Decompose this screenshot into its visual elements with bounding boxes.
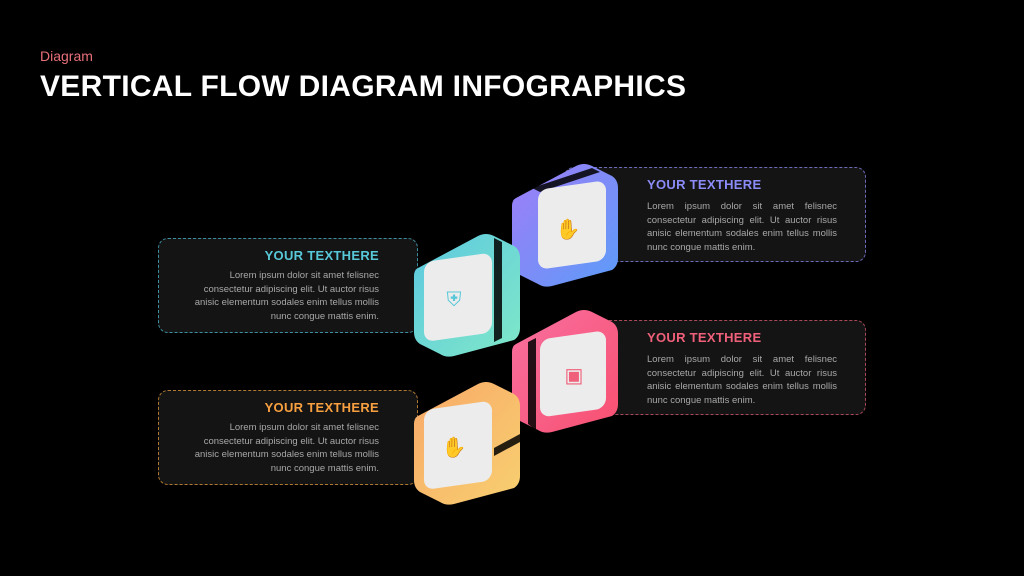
step-block-2: ⛨ [410, 228, 522, 360]
briefcase-icon: ▣ [564, 365, 584, 387]
step-title-2: YOUR TEXTHERE [264, 248, 379, 263]
step-body-4: Lorem ipsum dolor sit amet felisnec cons… [194, 422, 379, 474]
slide-subtitle: Diagram [40, 48, 93, 64]
step-title-1: YOUR TEXTHERE [647, 177, 762, 192]
step-block-1: ✋ [508, 158, 620, 290]
shield-icon: ⛨ [446, 289, 462, 311]
step-body-2: Lorem ipsum dolor sit amet felisnec cons… [194, 270, 379, 322]
step-title-3: YOUR TEXTHERE [647, 330, 762, 345]
hand-holding-icon: ✋ [555, 219, 581, 241]
step-block-4: ✋ [410, 376, 522, 508]
hand-money-icon: ✋ [441, 437, 467, 459]
step-card-4: YOUR TEXTHERE Lorem ipsum dolor sit amet… [158, 390, 418, 485]
step-block-3: ▣ [508, 304, 620, 436]
step-card-3: YOUR TEXTHERE Lorem ipsum dolor sit amet… [564, 320, 866, 415]
step-body-3: Lorem ipsum dolor sit amet felisnec cons… [647, 354, 837, 406]
slide-title: VERTICAL FLOW DIAGRAM INFOGRAPHICS [40, 70, 687, 103]
step-body-1: Lorem ipsum dolor sit amet felisnec cons… [647, 201, 837, 253]
step-title-4: YOUR TEXTHERE [264, 400, 379, 415]
step-card-2: YOUR TEXTHERE Lorem ipsum dolor sit amet… [158, 238, 418, 333]
